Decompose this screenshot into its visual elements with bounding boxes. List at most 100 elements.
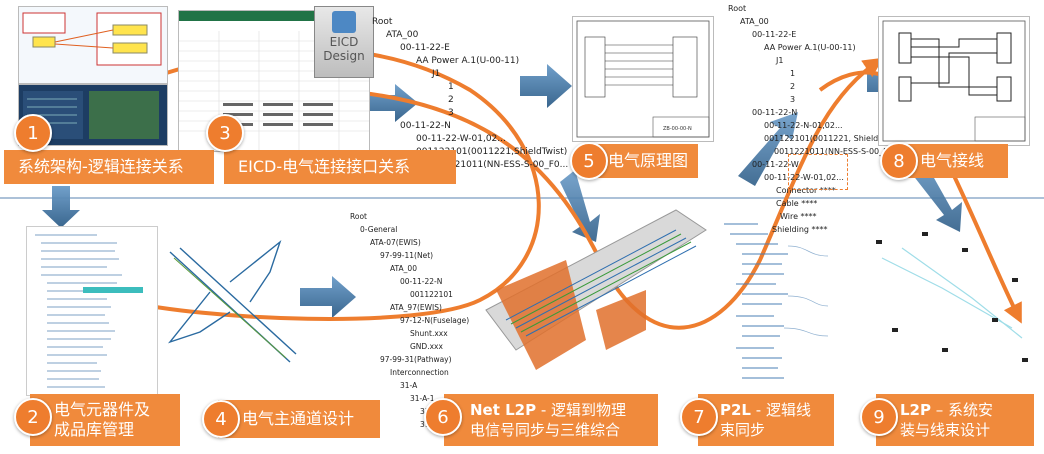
step-4-text: 电气主通道设计 — [242, 409, 355, 428]
tree-s2: 0011221011(NN-ESS-S-00_F0... — [426, 160, 569, 170]
step-9-text-line2: 装与线束设计 — [900, 421, 991, 439]
tree-right-wire: Wire **** — [780, 212, 817, 221]
eicd-label: EICD — [329, 35, 359, 49]
step-2-number: 2 — [14, 398, 52, 436]
step-3-label: EICD-电气连接接口关系 — [224, 150, 456, 184]
tree-right-e: 00-11-22-E — [752, 30, 797, 39]
step-5-number: 5 — [570, 142, 608, 180]
tree-right-s1: 001122101(0011221, Shield Twist) — [764, 134, 904, 143]
step-9-number: 9 — [860, 398, 898, 436]
step-4-label: 电气主通道设计 — [218, 400, 380, 438]
tree-p2: 2 — [448, 95, 454, 105]
component-library-tree — [26, 226, 158, 396]
step-5-label: 电气原理图 — [586, 144, 698, 178]
step-7-rest: - 逻辑线 — [751, 401, 811, 419]
cable-group-box — [788, 154, 848, 190]
tree-p3: 3 — [448, 108, 454, 118]
arrow-4-5 — [520, 64, 572, 108]
tree-right-p1: 1 — [790, 69, 796, 78]
tree-right-n2: 00-11-22-N-01,02... — [764, 121, 843, 130]
tree-mid-gnd: GND.xxx — [410, 342, 443, 351]
tree-w: 00-11-22-W-01,02... — [416, 134, 506, 144]
step-6-rest: - 逻辑到物理 — [536, 401, 627, 419]
wiring-diagram-screenshot — [878, 16, 1030, 146]
step-5-text: 电气原理图 — [608, 151, 689, 170]
step-2-text-line2: 成品库管理 — [54, 420, 135, 439]
step-9-bold: L2P — [900, 401, 931, 419]
tree-right-p2: 2 — [790, 82, 796, 91]
tree-e: 00-11-22-E — [400, 43, 450, 53]
aircraft-pathway-3d — [150, 222, 300, 372]
tree-right-w: 00-11-22-W — [752, 160, 799, 169]
tree-right-shielding: Shielding **** — [772, 225, 828, 234]
step-1-number: 1 — [14, 114, 52, 152]
step-7-text-line2: 束同步 — [720, 421, 766, 439]
tree-right-root: Root — [728, 4, 747, 13]
step-6-text-line2: 电信号同步与三维综合 — [470, 421, 621, 439]
tree-right-connector: Connector **** — [776, 186, 836, 195]
tree-p1: 1 — [448, 82, 454, 92]
arrow-down-5 — [560, 170, 600, 242]
tree-mid-pathway: 97-99-31(Pathway) — [380, 355, 452, 364]
tree-mid-n: 00-11-22-N — [400, 277, 443, 286]
step-4-number: 4 — [202, 400, 240, 438]
step-6-bold: Net L2P — [470, 401, 537, 419]
arrow-up-7 — [738, 112, 798, 186]
step-6-number: 6 — [424, 398, 462, 436]
step-1-text: 系统架构-逻辑连接关系 — [18, 157, 184, 176]
tree-mid-general: 0-General — [360, 225, 398, 234]
tree-mid-net: 97-99-11(Net) — [380, 251, 434, 260]
tree-right-ata: ATA_00 — [740, 17, 769, 26]
step-8-number: 8 — [880, 142, 918, 180]
arrow-mid — [300, 276, 356, 318]
step-9-line1: L2P – 系统安 — [900, 400, 993, 420]
tree-mid-shunt: Shunt.xxx — [410, 329, 448, 338]
step-7-line1: P2L - 逻辑线 — [720, 400, 811, 420]
system-architecture-screenshot — [18, 6, 168, 84]
tree-right-aa: AA Power A.1(U-00-11) — [764, 43, 856, 52]
step-3-text: EICD-电气连接接口关系 — [238, 157, 411, 176]
step-9-label: L2P – 系统安 装与线束设计 — [876, 394, 1034, 446]
tree-right-s2: 0011221011(NN-ESS-S-00_F0-A) — [774, 147, 905, 156]
p2l-tree — [718, 216, 858, 392]
step-2-label: 电气元器件及 成品库管理 — [30, 394, 180, 446]
tree-aa: AA Power A.1(U-00-11) — [416, 56, 520, 66]
tree-mid-ata00: ATA_00 — [390, 264, 417, 273]
step-6-label: Net L2P - 逻辑到物理 电信号同步与三维综合 — [444, 394, 658, 446]
flow-curve-2 — [329, 57, 884, 330]
tree-eicd-structure: Root ATA_00 00-11-22-E AA Power A.1(U-00… — [372, 16, 568, 172]
step-8-text: 电气接线 — [920, 151, 985, 170]
tree-right-cable: Cable **** — [776, 199, 818, 208]
tree-ata: ATA_00 — [386, 30, 419, 40]
tree-right-p3: 3 — [790, 95, 796, 104]
tree-right-w2: 00-11-22-W-01,02... — [764, 173, 844, 182]
tree-mid-inter: Interconnection — [390, 368, 449, 377]
arrow-down-1 — [42, 186, 80, 228]
tree-mid-ata07: ATA-07(EWIS) — [370, 238, 421, 247]
fuselage-3d-model — [476, 200, 716, 388]
schematic-screenshot: ZB-00-00-N — [572, 16, 714, 142]
tree-s1: 001122101(0011221,ShieldTwist) — [416, 147, 568, 157]
step-7-number: 7 — [680, 398, 718, 436]
tree-mid-n2: 001122101 — [410, 290, 453, 299]
step-6-line1: Net L2P - 逻辑到物理 — [470, 400, 626, 420]
tree-n: 00-11-22-N — [400, 121, 451, 131]
l2p-3d-harness — [862, 218, 1038, 388]
schematic-title: ZB-00-00-N — [663, 126, 692, 132]
tree-mid-ata97: ATA_97(EWIS) — [390, 303, 442, 312]
tree-mid-a31: 31-A — [400, 381, 418, 390]
tree-j1: J1 — [432, 69, 441, 79]
eicd-design-icon: EICD Design — [314, 6, 374, 78]
step-2-text-line1: 电气元器件及 — [54, 400, 151, 419]
tree-right-j1: J1 — [776, 56, 784, 65]
step-3-number: 3 — [206, 114, 244, 152]
step-1-label: 系统架构-逻辑连接关系 — [4, 150, 214, 184]
tree-mid-root: Root — [350, 212, 367, 221]
tree-mid-a311: 31-A-1 — [410, 394, 435, 403]
step-7-bold: P2L — [720, 401, 751, 419]
3d-layout-screenshot — [18, 84, 168, 146]
step-9-rest: – 系统安 — [931, 401, 994, 419]
tree-root: Root — [372, 17, 393, 27]
design-label: Design — [323, 49, 365, 63]
